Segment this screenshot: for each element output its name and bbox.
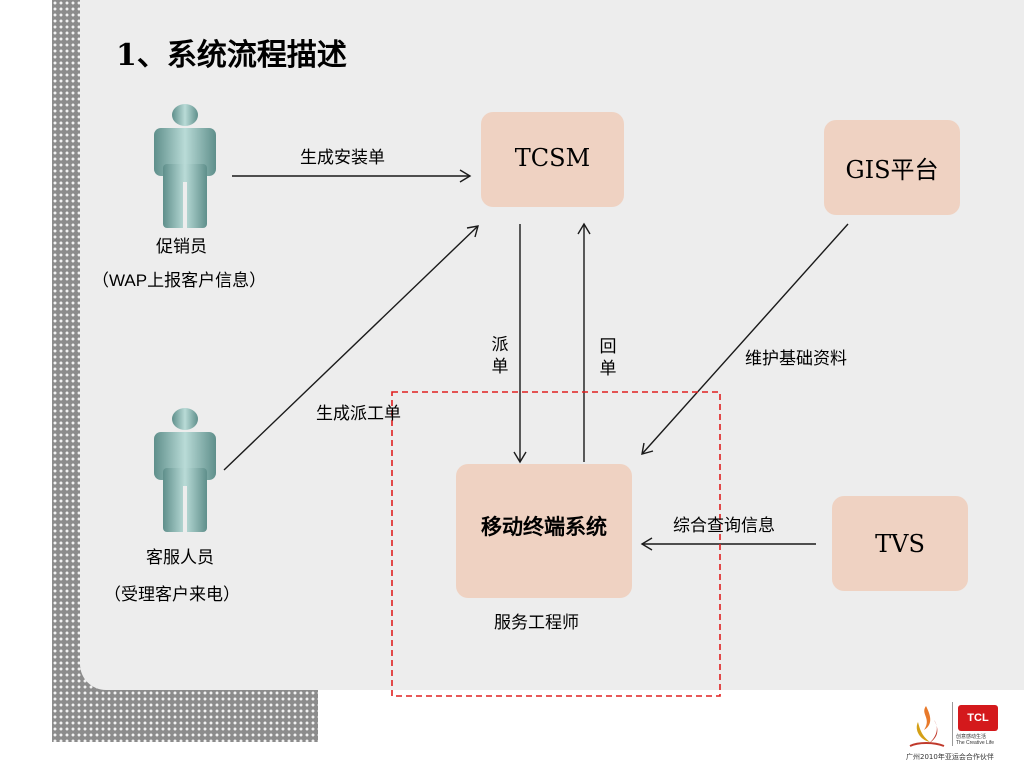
edge-create-install-label: 生成安装单 — [300, 148, 385, 168]
slide-title: 1、系统流程描述 — [116, 38, 347, 73]
tvs-label: TVS — [875, 529, 925, 558]
service-person-icon — [154, 408, 216, 532]
tcsm-label: TCSM — [514, 143, 591, 172]
edge-return-char2: 单 — [599, 359, 617, 379]
edge-dispatch-char2: 单 — [491, 357, 509, 377]
edge-query-label: 综合查询信息 — [673, 516, 775, 536]
edge-return-char1: 回 — [599, 337, 617, 357]
gis-node: GIS平台 — [824, 120, 960, 215]
partner-footer-text: 广州2010年亚运会合作伙伴 — [906, 753, 994, 761]
promoter-sublabel: （WAP上报客户信息） — [92, 271, 267, 290]
edge-dispatch-char1: 派 — [491, 335, 509, 355]
promoter-label: 促销员 — [156, 237, 207, 257]
tcl-logo: TCL — [958, 705, 998, 731]
tcl-brand-text: TCL — [967, 712, 989, 724]
highlight-dashed-box — [391, 391, 721, 697]
engineer-caption: 服务工程师 — [494, 613, 579, 633]
gis-label: GIS平台 — [845, 156, 939, 184]
edge-maintain-label: 维护基础资料 — [745, 349, 847, 369]
tvs-node: TVS — [832, 496, 968, 591]
edge-return-label: 回 单 — [598, 336, 618, 380]
edge-create-dispatch-label: 生成派工单 — [316, 404, 401, 424]
tcsm-node: TCSM — [481, 112, 624, 207]
service-sublabel: （受理客户来电） — [104, 585, 240, 605]
tcl-slogan-cn: 创意感动生活 — [956, 734, 987, 740]
mobile-terminal-label: 移动终端系统 — [481, 514, 607, 539]
tcl-slogan-en: The Creative Life — [956, 740, 995, 746]
mobile-terminal-node: 移动终端系统 — [456, 464, 632, 598]
logo-divider — [952, 702, 953, 746]
service-label: 客服人员 — [146, 548, 214, 568]
promoter-person-icon — [154, 104, 216, 228]
arrow-maintain — [641, 223, 849, 455]
arrow-create-dispatch — [223, 225, 479, 471]
edge-dispatch-label: 派 单 — [490, 334, 510, 378]
asian-games-emblem — [909, 706, 945, 747]
